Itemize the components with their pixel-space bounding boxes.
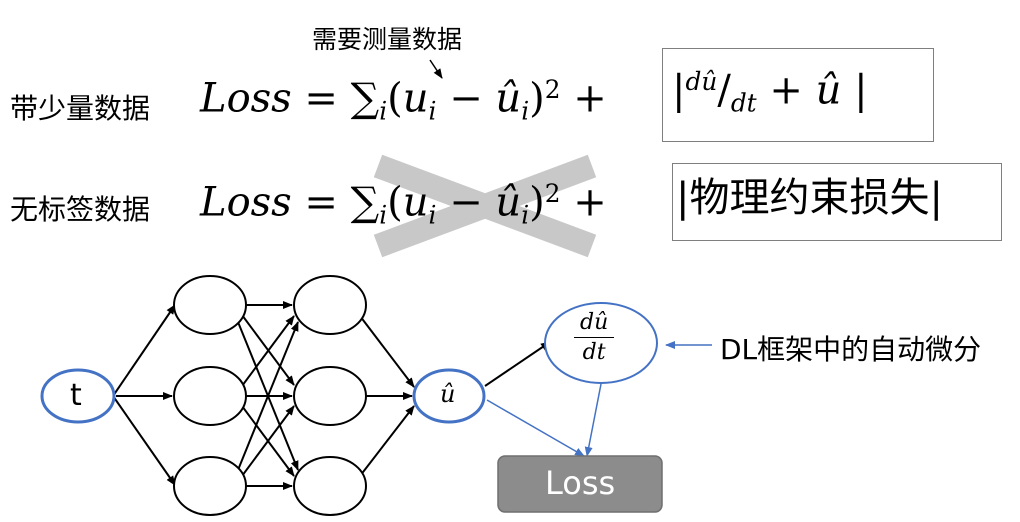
row2-loss: Loss (200, 179, 292, 226)
row1-abs-right: | (854, 67, 868, 114)
node-hidden1-c (173, 456, 247, 516)
row2-physics-loss: |物理约束损失| (676, 175, 943, 221)
input-t-label: t (70, 378, 82, 413)
derivative-label: dû dt (574, 310, 615, 365)
row1-square: 2 (544, 75, 561, 104)
row1-sum-index: i (379, 96, 388, 126)
edge-h2a-out (359, 315, 415, 388)
row2-uhat: û (495, 179, 522, 226)
row1-plus2: + (769, 67, 803, 114)
row2-open-paren: ( (387, 179, 403, 226)
row1-equation: Loss = ∑i(ui − ûi)2 + (200, 75, 607, 126)
edge-t-h1a (112, 304, 176, 397)
row1-minus: − (449, 75, 483, 122)
edge-deriv-loss (584, 383, 602, 457)
node-hidden2-c (293, 456, 367, 516)
row1-sum: ∑ (350, 75, 380, 122)
edge-h1c-h2b (241, 405, 295, 477)
edge-out-deriv (484, 341, 551, 387)
row2-uhat-index: i (521, 200, 530, 230)
node-output-uhat (412, 368, 486, 424)
annotation-needs-measured-data: 需要测量数据 (312, 25, 463, 54)
row1-uhat2: û (815, 67, 842, 114)
row1-abs-left: | (672, 67, 686, 114)
row1-close-paren: ) (529, 75, 545, 122)
autodiff-label: DL框架中的自动微分 (720, 333, 982, 366)
row1-dt: dt (730, 88, 757, 118)
row2-sum-index: i (379, 200, 388, 230)
row2-close-paren: ) (529, 179, 545, 226)
node-hidden1-b (173, 366, 247, 426)
edge-h1c-h2a (237, 321, 299, 471)
row2-square: 2 (544, 179, 561, 208)
node-input-t (40, 368, 116, 424)
edge-out-loss (486, 399, 585, 457)
row1-label: 带少量数据 (10, 92, 151, 125)
row1-uhat-index: i (521, 96, 530, 126)
node-hidden1-a (173, 275, 247, 335)
row2-equation: Loss = ∑i(ui − ûi)2 + (200, 179, 607, 230)
row2-u-index: i (428, 200, 437, 230)
row1-u: u (402, 75, 429, 122)
row1-open-paren: ( (387, 75, 403, 122)
node-hidden2-a (293, 275, 367, 335)
row2-u: u (402, 179, 429, 226)
loss-box (497, 455, 663, 513)
edge-h2c-out (359, 405, 415, 477)
edge-h1b-h2a (241, 315, 295, 387)
row2-sum: ∑ (350, 179, 380, 226)
row1-loss: Loss (200, 75, 292, 122)
derivative-numerator: dû (574, 310, 615, 338)
row2-minus: − (449, 179, 483, 226)
derivative-denominator: dt (582, 340, 606, 365)
row1-derivative-box (662, 48, 934, 142)
row2-plus: + (573, 179, 607, 226)
row2-physics-box (672, 163, 1002, 241)
output-uhat-label: û (440, 380, 456, 408)
loss-box-label: Loss (545, 464, 616, 502)
row1-d-uhat: dû (685, 67, 718, 96)
edge-t-h1c (112, 395, 176, 486)
row1-plus: + (573, 75, 607, 122)
row2-label: 无标签数据 (10, 193, 151, 226)
row2-equals: = (304, 179, 338, 226)
row1-derivative-term: |dû/dt + û | (672, 67, 868, 118)
row1-equals: = (304, 75, 338, 122)
node-hidden2-b (293, 366, 367, 426)
row1-slash: / (717, 67, 731, 114)
annotation-arrow (429, 59, 443, 79)
node-derivative (544, 302, 658, 384)
row1-uhat: û (495, 75, 522, 122)
row1-u-index: i (428, 96, 437, 126)
